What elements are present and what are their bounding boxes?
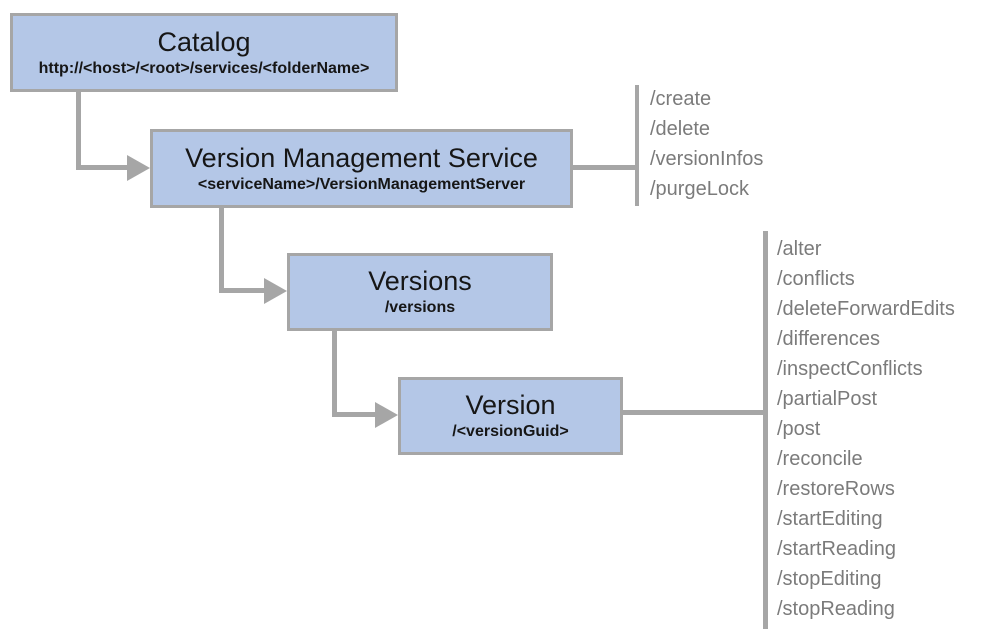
node-vms-url: <serviceName>/VersionManagementServer (197, 175, 526, 193)
node-versions: Versions /versions (287, 253, 553, 331)
node-version-url: /<versionGuid> (452, 423, 569, 440)
node-version-management-service: Version Management Service <serviceName>… (150, 129, 573, 208)
endpoint-create: /create (650, 88, 712, 110)
node-versions-title: Versions (368, 266, 472, 296)
connector-version-endpoints-bracket (763, 231, 768, 629)
endpoint-purgelock: /purgeLock (650, 178, 749, 200)
arrow-icon-into-vms (127, 155, 150, 181)
endpoint-reconcile: /reconcile (777, 448, 863, 470)
node-versions-url: /versions (384, 299, 456, 316)
connector-version-endpoints-horizontal (623, 410, 764, 415)
node-catalog: Catalog http://<host>/<root>/services/<f… (10, 13, 398, 92)
endpoint-restorerows: /restoreRows (777, 478, 895, 500)
node-vms-title: Version Management Service (185, 142, 538, 173)
connector-versions-version-horizontal (332, 412, 376, 417)
connector-catalog-vms-vertical (76, 91, 81, 168)
connector-catalog-vms-horizontal (76, 165, 127, 170)
endpoint-delete: /delete (650, 118, 711, 140)
endpoint-conflicts: /conflicts (777, 268, 855, 290)
vms-endpoint-list: /create /delete /versionInfos /purgeLock (650, 84, 763, 204)
endpoint-partialpost: /partialPost (777, 388, 878, 410)
connector-vms-endpoints-bracket (635, 85, 639, 206)
version-endpoint-list: /alter /conflicts /deleteForwardEdits /d… (777, 234, 955, 624)
connector-vms-versions-horizontal (219, 288, 265, 293)
endpoint-alter: /alter (777, 238, 822, 260)
endpoint-stopediting: /stopEditing (777, 568, 882, 590)
endpoint-differences: /differences (777, 328, 881, 350)
endpoint-inspectconflicts: /inspectConflicts (777, 358, 923, 380)
node-catalog-url: http://<host>/<root>/services/<folderNam… (38, 59, 370, 77)
endpoint-stopreading: /stopReading (777, 598, 895, 620)
endpoint-deleteforwardedits: /deleteForwardEdits (777, 298, 955, 320)
node-version: Version /<versionGuid> (398, 377, 623, 455)
node-version-title: Version (465, 390, 556, 420)
node-catalog-title: Catalog (157, 26, 251, 57)
connector-versions-version-vertical (332, 329, 337, 417)
endpoint-versioninfos: /versionInfos (650, 148, 764, 170)
arrow-icon-into-versions (264, 278, 287, 304)
connector-vms-versions-vertical (219, 206, 224, 293)
endpoint-startediting: /startEditing (777, 508, 883, 530)
endpoint-post: /post (777, 418, 821, 440)
endpoint-startreading: /startReading (777, 538, 896, 560)
arrow-icon-into-version (375, 402, 398, 428)
connector-vms-endpoints-horizontal (573, 165, 636, 170)
